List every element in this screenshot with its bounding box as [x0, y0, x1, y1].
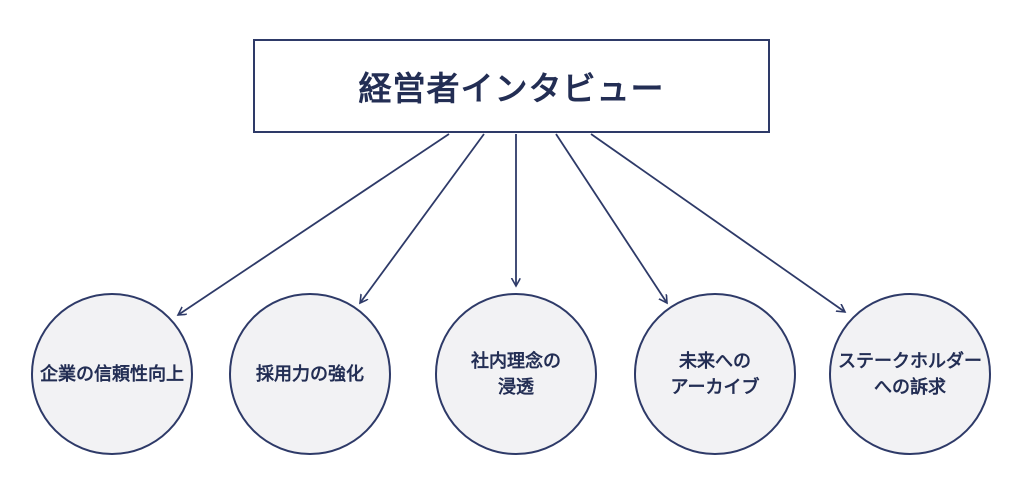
node-label: ステークホルダー: [838, 350, 982, 371]
node-recruiting-strength: 採用力の強化: [229, 293, 391, 455]
node-label: 未来への: [679, 350, 751, 371]
arrow-to-node-2: [360, 133, 485, 303]
diagram-title: 経営者インタビュー: [358, 70, 665, 107]
arrow-to-node-5: [590, 133, 845, 312]
node-label: 社内理念の: [471, 350, 561, 371]
node-label: アーカイブ: [670, 377, 760, 397]
node-label: 採用力の強化: [256, 363, 364, 384]
arrow-to-node-4: [555, 133, 667, 303]
node-stakeholder-appeal: ステークホルダー への訴求: [829, 293, 991, 455]
title-box: 経営者インタビュー: [253, 39, 770, 133]
node-internal-philosophy: 社内理念の 浸透: [435, 293, 597, 455]
node-corporate-credibility: 企業の信頼性向上: [31, 293, 193, 455]
node-label: への訴求: [874, 377, 946, 397]
arrow-to-node-1: [178, 133, 450, 315]
node-future-archive: 未来への アーカイブ: [634, 293, 796, 455]
node-label: 浸透: [498, 377, 534, 397]
node-label: 企業の信頼性向上: [40, 363, 184, 384]
